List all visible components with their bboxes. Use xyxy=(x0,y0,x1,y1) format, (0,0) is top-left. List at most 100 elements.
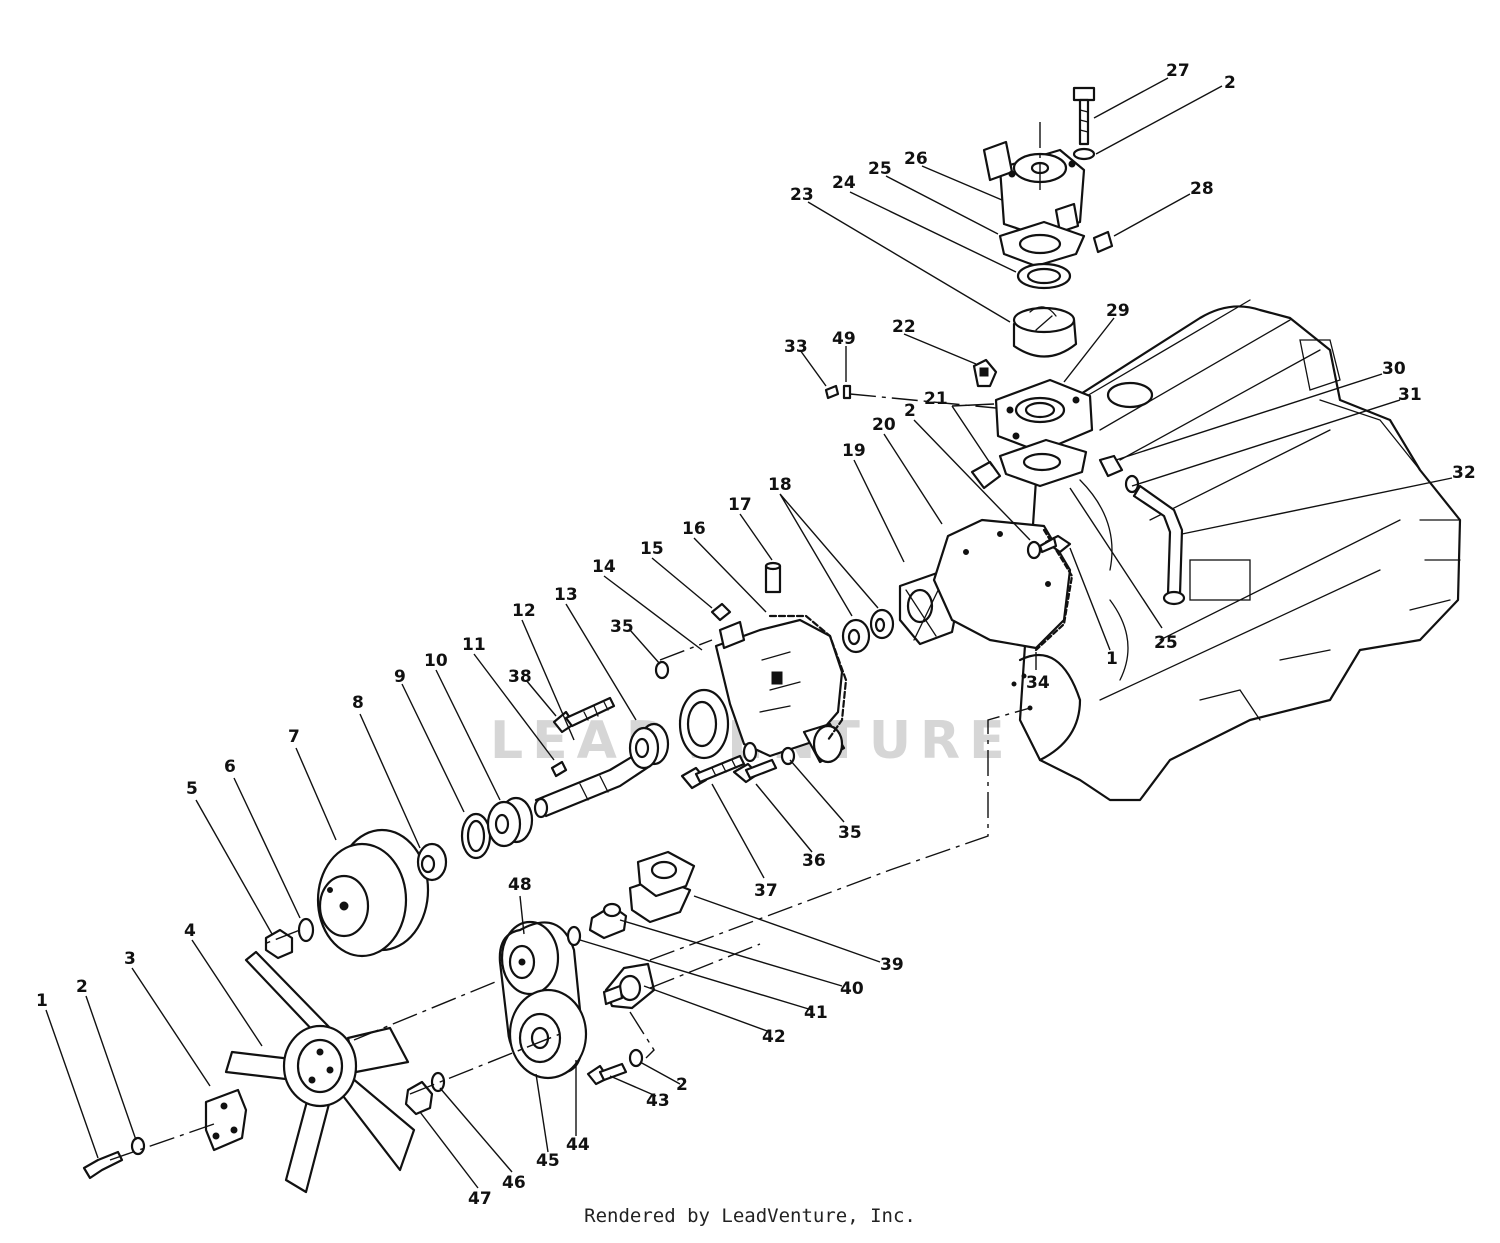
thermostat-part-23 xyxy=(1012,306,1078,358)
ring-part-46 xyxy=(430,1071,446,1093)
ring-part-6 xyxy=(297,917,315,943)
callout-label: 13 xyxy=(554,585,578,605)
callout-label: 20 xyxy=(872,415,896,435)
bracket-part-39 xyxy=(628,850,696,924)
clip-part-33 xyxy=(824,384,840,400)
callout-label: 15 xyxy=(640,539,664,559)
callout-label: 27 xyxy=(1166,61,1190,81)
callout-label: 7 xyxy=(288,727,300,747)
ring-part-35-upper xyxy=(654,660,670,680)
callout-label: 37 xyxy=(754,881,778,901)
callout-label: 23 xyxy=(790,185,814,205)
fitting-part-15 xyxy=(710,602,732,622)
washer-part-2-plate xyxy=(1026,540,1042,560)
callout-label: 17 xyxy=(728,495,752,515)
callout-label: 35 xyxy=(610,617,634,637)
plug-part-17 xyxy=(764,561,782,594)
thermostat-cover-part-26 xyxy=(982,140,1086,238)
callout-label: 16 xyxy=(682,519,706,539)
callout-label: 4 xyxy=(184,921,196,941)
ring-part-41 xyxy=(566,925,582,947)
nut-part-47 xyxy=(404,1080,434,1116)
callout-label: 18 xyxy=(768,475,792,495)
assembly-centerlines xyxy=(109,120,1041,1161)
callout-label: 1 xyxy=(1106,649,1118,669)
bearing-part-18 xyxy=(841,608,895,654)
callout-label: 49 xyxy=(832,329,856,349)
callout-label: 8 xyxy=(352,693,364,713)
pump-housing-part-14 xyxy=(678,618,846,764)
callout-label: 31 xyxy=(1398,385,1422,405)
callout-label: 24 xyxy=(832,173,856,193)
gasket-part-16 xyxy=(768,614,848,742)
callout-label: 2 xyxy=(76,977,88,997)
callout-label: 14 xyxy=(592,557,616,577)
bolt-part-1-plate xyxy=(1038,534,1072,554)
callout-label: 19 xyxy=(842,441,866,461)
ring-part-35-lower xyxy=(742,741,796,766)
callout-label: 46 xyxy=(502,1173,526,1193)
bolt-part-43 xyxy=(586,1062,628,1086)
callout-label: 34 xyxy=(1026,673,1050,693)
flange-part-42 xyxy=(602,962,656,1010)
fan-part-4 xyxy=(224,950,416,1194)
washer-part-2-lower xyxy=(628,1048,644,1068)
hose-part-32 xyxy=(1132,484,1186,606)
callout-label: 33 xyxy=(784,337,808,357)
bolt-part-27 xyxy=(1072,86,1096,146)
shaft-part-40 xyxy=(588,902,628,940)
housing-base-part-21 xyxy=(994,378,1094,454)
callout-label: 11 xyxy=(462,635,486,655)
nut-part-5 xyxy=(264,928,294,960)
bolt-part-1 xyxy=(82,1150,124,1180)
bearing-part-8 xyxy=(416,842,448,882)
callout-label: 47 xyxy=(468,1189,492,1209)
callout-label: 6 xyxy=(224,757,236,777)
drive-pulley-part-45 xyxy=(508,988,588,1080)
callout-label: 26 xyxy=(904,149,928,169)
pin-part-49 xyxy=(842,384,852,400)
leader-lines xyxy=(45,77,1453,1189)
credit-line: Rendered by LeadVenture, Inc. xyxy=(584,1205,916,1227)
key-part-11 xyxy=(550,760,568,778)
callout-label: 2 xyxy=(904,401,916,421)
callout-label: 5 xyxy=(186,779,198,799)
sensor-part-22 xyxy=(972,358,998,388)
callout-labels: 1 2 3 4 5 6 7 8 9 10 11 12 13 14 15 16 1… xyxy=(36,61,1476,1209)
callout-label: 1 xyxy=(36,991,48,1011)
idler-pulley-part-48 xyxy=(500,920,560,996)
snap-ring-part-9 xyxy=(460,812,492,860)
callout-label: 25 xyxy=(1154,633,1178,653)
callout-label: 40 xyxy=(840,979,864,999)
gasket-part-25-lower xyxy=(998,438,1088,488)
seal-part-13 xyxy=(628,722,670,770)
callout-label: 3 xyxy=(124,949,136,969)
callout-label: 22 xyxy=(892,317,916,337)
fitting-part-21-left xyxy=(970,460,1002,490)
seal-ring-part-24 xyxy=(1016,262,1072,290)
gasket-part-25-top xyxy=(998,220,1086,268)
fitting-part-30 xyxy=(1098,454,1124,478)
screw-part-28 xyxy=(1092,230,1114,254)
bolt-part-37 xyxy=(680,754,746,790)
callout-label: 32 xyxy=(1452,463,1476,483)
callout-label: 43 xyxy=(646,1091,670,1111)
callout-label: 35 xyxy=(838,823,862,843)
callout-label: 12 xyxy=(512,601,536,621)
callout-label: 36 xyxy=(802,851,826,871)
callout-label: 21 xyxy=(924,389,948,409)
callout-label: 48 xyxy=(508,875,532,895)
callout-label: 2 xyxy=(1224,73,1236,93)
callout-label: 29 xyxy=(1106,301,1130,321)
callout-label: 41 xyxy=(804,1003,828,1023)
callout-label: 28 xyxy=(1190,179,1214,199)
bolt-part-36 xyxy=(732,758,778,784)
hub-plate-part-3 xyxy=(204,1088,248,1152)
callout-label: 25 xyxy=(868,159,892,179)
callout-label: 30 xyxy=(1382,359,1406,379)
callout-label: 44 xyxy=(566,1135,590,1155)
callout-label: 45 xyxy=(536,1151,560,1171)
callout-label: 42 xyxy=(762,1027,786,1047)
engine-block xyxy=(1018,299,1462,802)
